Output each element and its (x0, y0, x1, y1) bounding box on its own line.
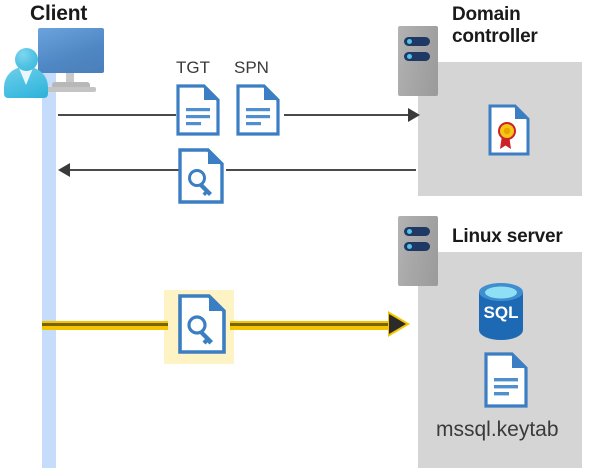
rack-slot-2 (404, 52, 430, 61)
person-icon (4, 48, 48, 98)
ticket-key-document-icon (178, 148, 224, 204)
domain-controller-title-line2: controller (452, 26, 538, 48)
request-arrow-head (408, 108, 420, 122)
person-head (15, 48, 38, 71)
linux-server-title: Linux server (452, 226, 563, 247)
rack-led-1 (407, 39, 412, 44)
keytab-auth-arrow-head-inner (389, 314, 406, 334)
rack-led-2 (407, 54, 412, 59)
monitor-base-foot (46, 87, 96, 92)
rack-slot-2 (404, 242, 430, 251)
sql-database-icon: SQL (477, 282, 525, 345)
domain-controller-title: Domain controller (452, 4, 592, 49)
request-arrow-line-right (284, 114, 414, 116)
tgt-document-icon (176, 84, 220, 136)
monitor-icon (20, 28, 104, 94)
domain-controller-rack-icon (398, 26, 438, 96)
monitor-screen (38, 28, 104, 73)
client-lifeline (42, 66, 56, 468)
spn-label: SPN (234, 58, 269, 77)
client-title: Client (30, 2, 88, 25)
certificate-document-icon (488, 104, 530, 156)
linux-server-rack-icon (398, 216, 438, 286)
monitor-neck (66, 73, 74, 83)
spn-document-icon (236, 84, 280, 136)
keytab-filename-label: mssql.keytab (436, 418, 559, 441)
person-collar (19, 68, 33, 85)
keytab-auth-arrow-line-left (42, 321, 168, 330)
highlighted-ticket-key-document-icon (178, 294, 226, 354)
rack-slot-1 (404, 37, 430, 46)
tgt-label: TGT (176, 58, 210, 77)
keytab-document-icon (484, 352, 528, 408)
response-arrow-line-left (70, 169, 180, 171)
request-arrow-line-left (58, 114, 176, 116)
svg-text:SQL: SQL (484, 303, 519, 322)
response-arrow-head (58, 163, 70, 177)
rack-led-2 (407, 244, 412, 249)
domain-controller-title-line1: Domain (452, 4, 521, 25)
response-arrow-line-right (226, 169, 416, 171)
keytab-auth-arrow-line-right (230, 321, 394, 330)
monitor-base (52, 82, 90, 90)
rack-led-1 (407, 229, 412, 234)
rack-slot-1 (404, 227, 430, 236)
